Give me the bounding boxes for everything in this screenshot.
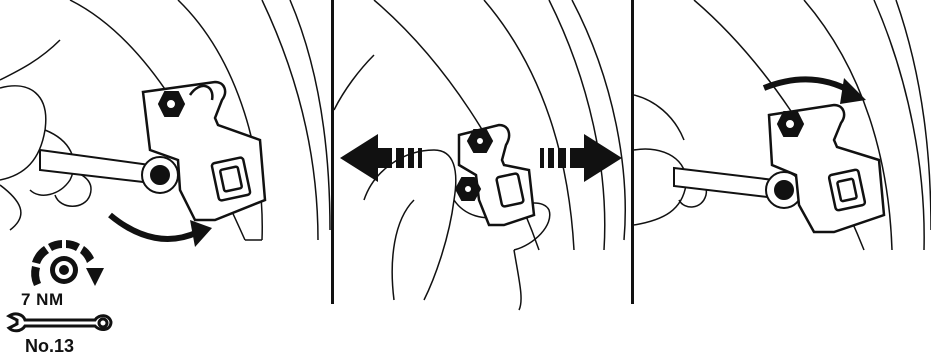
- wheel-arch-line: [549, 0, 605, 250]
- rotate-arrow-icon: [110, 215, 198, 239]
- combination-wrench-icon: [5, 310, 117, 336]
- upper-bolt: [159, 92, 184, 116]
- torque-value-label: 7 NM: [21, 290, 64, 310]
- wheel-arch-line: [572, 0, 625, 240]
- step-3-illustration: [634, 0, 931, 361]
- wrench-size-label: No.13: [25, 336, 74, 357]
- step-1-panel: 7 NM No.13: [0, 0, 331, 361]
- lower-bolt: [456, 178, 480, 200]
- wheel-arch-line: [290, 0, 330, 230]
- step-2-panel: [334, 0, 630, 361]
- wrench: [674, 168, 802, 208]
- step-3-panel: [634, 0, 931, 361]
- wheel-arch-line: [896, 0, 931, 230]
- wheel-arch-line: [262, 0, 318, 240]
- hand-outline: [0, 86, 46, 180]
- wrench: [40, 150, 178, 193]
- upper-bolt: [778, 112, 803, 136]
- rotate-arrow-icon: [764, 79, 852, 92]
- upper-bolt: [468, 130, 492, 152]
- step-2-illustration: [334, 0, 630, 361]
